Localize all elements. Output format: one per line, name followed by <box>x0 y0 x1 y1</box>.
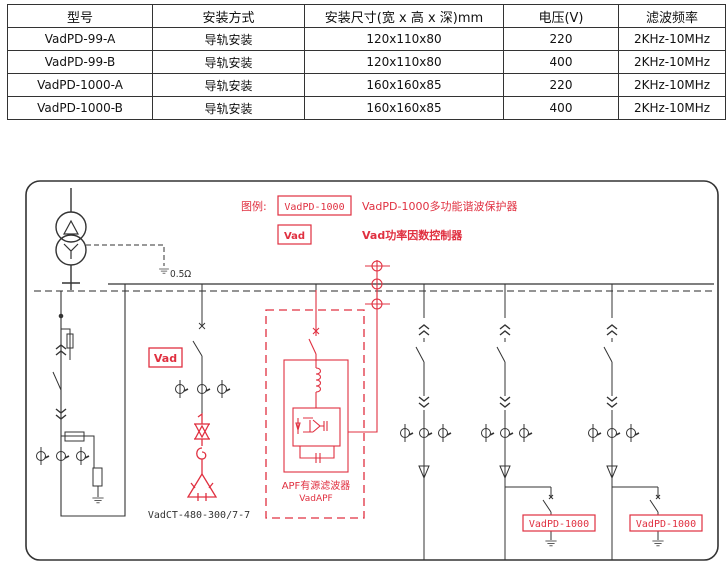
current-transformer-icon <box>518 423 533 443</box>
vadpd-tag-label: VadPD-1000 <box>529 519 589 530</box>
vad-controller-tag <box>148 347 183 368</box>
diagram-frame <box>25 180 719 561</box>
vadpd-tag <box>522 514 596 532</box>
withdrawable-contact-icon <box>499 324 511 336</box>
cell-model: VadPD-1000-A <box>7 73 153 97</box>
apf-current-transformers-icon <box>365 260 390 310</box>
ground-icon <box>652 540 664 547</box>
transformer-icon <box>55 188 87 290</box>
current-transformer-icon <box>606 423 621 443</box>
incoming-feeder <box>52 291 103 516</box>
current-transformer-icon <box>587 423 602 443</box>
legend-description-vad: Vad功率因数控制器 <box>362 228 463 242</box>
table-row: VadPD-1000-B 导轨安装 160x160x85 400 2KHz-10… <box>7 96 726 120</box>
cell-frequency: 2KHz-10MHz <box>618 73 726 97</box>
spec-table: 型号 安装方式 安装尺寸(宽 x 高 x 深)mm 电压(V) 滤波频率 Vad… <box>7 4 726 120</box>
current-transformer-icon <box>216 379 231 399</box>
current-transformer-icon <box>75 446 90 466</box>
ground-icon <box>92 497 104 504</box>
legend-title: 图例: <box>241 199 267 213</box>
cell-model: VadPD-99-B <box>7 50 153 74</box>
ground-resistance-label: 0.5Ω <box>170 269 191 280</box>
cell-mounting: 导轨安装 <box>152 73 305 97</box>
ground-icon <box>158 268 170 274</box>
cell-frequency: 2KHz-10MHz <box>618 50 726 74</box>
surge-arrester-icon <box>499 465 511 480</box>
table-row: VadPD-99-A 导轨安装 120x110x80 220 2KHz-10MH… <box>7 27 726 51</box>
vadpd-tag-label: VadPD-1000 <box>636 519 696 530</box>
legend-symbol-box <box>277 195 352 216</box>
capacitor-feeder <box>192 284 206 420</box>
current-transformer-icon <box>437 423 452 443</box>
current-transformer-icon <box>55 446 70 466</box>
current-transformer-icon <box>625 423 640 443</box>
apf-label: APF有源滤波器 <box>282 479 351 492</box>
legend-symbol-vadpd: VadPD-1000 <box>284 202 344 213</box>
surge-arrester-icon <box>606 465 618 480</box>
cell-dimensions: 120x110x80 <box>304 27 504 51</box>
withdrawable-contact-icon <box>418 396 430 408</box>
cell-voltage: 220 <box>503 27 619 51</box>
current-transformer-icon <box>196 379 211 399</box>
legend-symbol-vad: Vad <box>284 231 305 242</box>
thyristor-switch-icon <box>186 412 218 501</box>
withdrawable-contact-icon <box>499 396 511 408</box>
current-transformer-icon <box>399 423 414 443</box>
cell-voltage: 400 <box>503 50 619 74</box>
vad-controller-tag-label: Vad <box>154 352 177 365</box>
cell-model: VadPD-1000-B <box>7 96 153 120</box>
legend-symbol-box <box>277 224 312 245</box>
surge-arrester-icon <box>418 465 430 480</box>
current-transformer-icon <box>480 423 495 443</box>
table-row: VadPD-1000-A 导轨安装 160x160x85 220 2KHz-10… <box>7 73 726 97</box>
cell-frequency: 2KHz-10MHz <box>618 27 726 51</box>
apf-dashed-enclosure <box>265 309 365 519</box>
apf-feeder <box>283 284 378 473</box>
harmonic-protector-branch <box>612 486 661 540</box>
current-transformer-icon <box>418 423 433 443</box>
table-header-row: 型号 安装方式 安装尺寸(宽 x 高 x 深)mm 电压(V) 滤波频率 <box>7 4 726 28</box>
withdrawable-contact-icon <box>606 396 618 408</box>
current-transformer-icon <box>174 379 189 399</box>
capacitor-model-label: VadCT-480-300/7-7 <box>148 510 250 521</box>
neutral-ground-link <box>86 244 165 266</box>
current-transformer-icon <box>35 446 50 466</box>
apf-model-label: VadAPF <box>299 494 332 504</box>
cell-dimensions: 120x110x80 <box>304 50 504 74</box>
withdrawable-contact-icon <box>606 324 618 336</box>
header-model: 型号 <box>7 4 153 28</box>
current-transformer-icon <box>499 423 514 443</box>
table-row: VadPD-99-B 导轨安装 120x110x80 400 2KHz-10MH… <box>7 50 726 74</box>
vadpd-tag <box>629 514 703 532</box>
header-mounting: 安装方式 <box>152 4 305 28</box>
cell-mounting: 导轨安装 <box>152 27 305 51</box>
cell-mounting: 导轨安装 <box>152 50 305 74</box>
cell-frequency: 2KHz-10MHz <box>618 96 726 120</box>
ground-icon <box>545 540 557 547</box>
header-voltage: 电压(V) <box>503 4 619 28</box>
harmonic-protector-branch <box>505 486 554 540</box>
legend-description-vadpd: VadPD-1000多功能谐波保护器 <box>362 199 517 213</box>
cell-mounting: 导轨安装 <box>152 96 305 120</box>
withdrawable-contact-icon <box>418 324 430 336</box>
